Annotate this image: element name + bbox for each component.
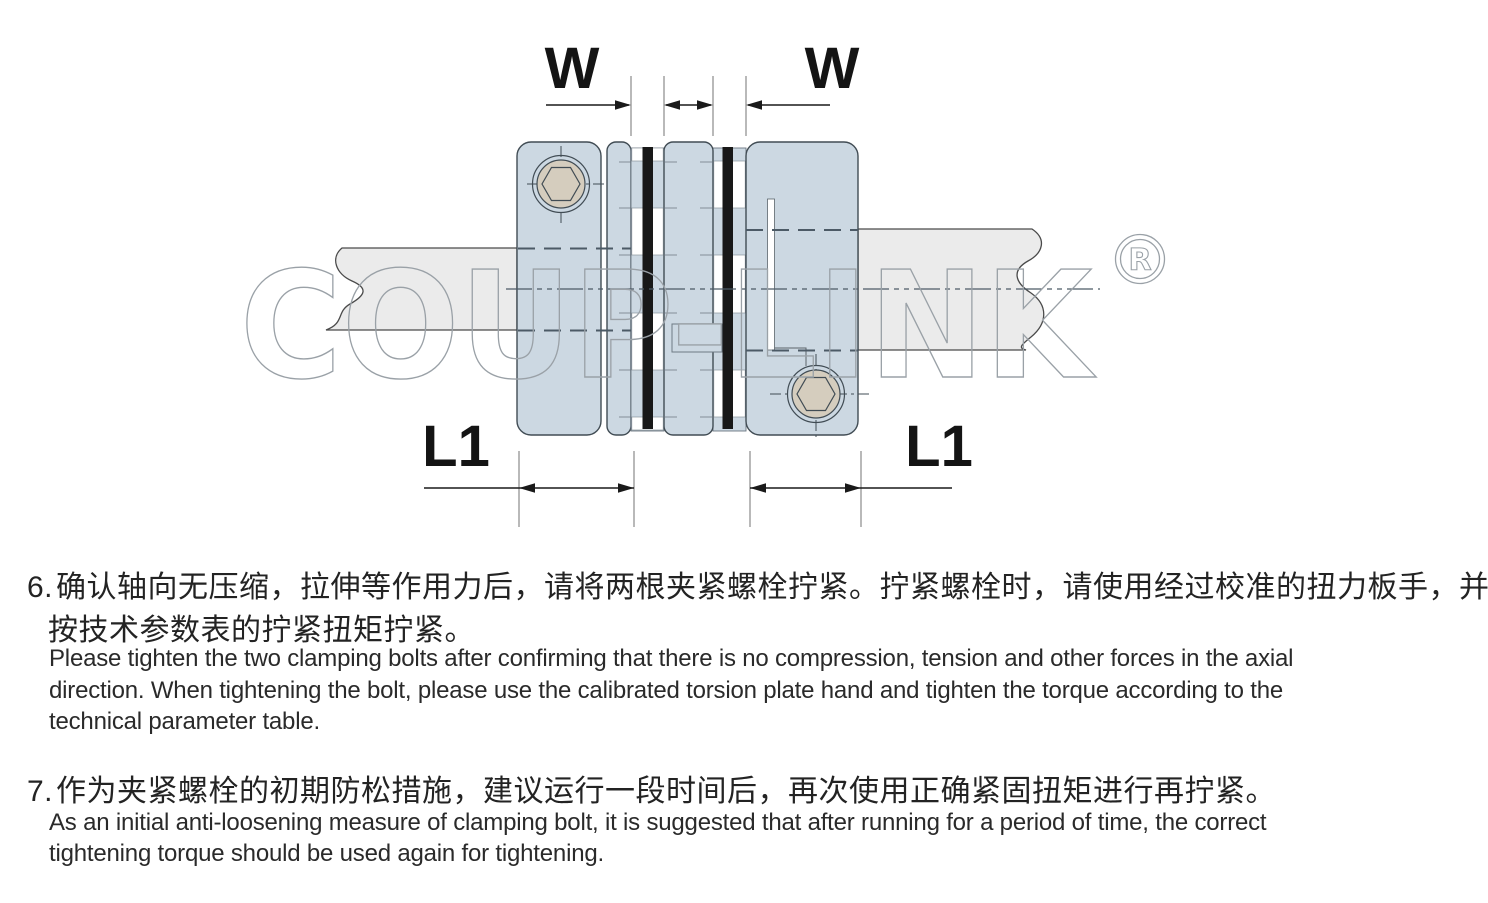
instruction-7-zh-text-1: 作为夹紧螺栓的初期防松措施，建议运行一段时间后，再次使用正确紧固扭矩进行再拧紧。 (56, 775, 1277, 808)
w-dimension-lines (546, 100, 830, 110)
dim-label-l1-right: L1 (905, 414, 973, 479)
disc-bar-right (722, 147, 733, 429)
extension-lines (518, 76, 862, 527)
coupling-diagram: W W L1 L1 COUP-LINK R (239, 36, 1166, 527)
clamp-bolt-left-icon (527, 146, 606, 224)
registered-trademark-icon: R (1114, 233, 1166, 285)
instruction-6-zh-line-1: 6.确认轴向无压缩，拉伸等作用力后，请将两根夹紧螺栓拧紧。拧紧螺栓时，请使用经过… (27, 562, 1488, 606)
disc-bar-left (642, 147, 653, 429)
dim-label-w-right: W (805, 36, 860, 101)
hidden-bore-lines (518, 229, 858, 352)
instruction-7-zh-line-1: 7.作为夹紧螺栓的初期防松措施，建议运行一段时间后，再次使用正确紧固扭矩进行再拧… (27, 766, 1276, 810)
instruction-6-zh-line-2: 按技术参数表的拧紧扭矩拧紧。 (48, 614, 475, 647)
instruction-6-en-line-3: technical parameter table. (49, 708, 320, 735)
instruction-6-en-line-1: Please tighten the two clamping bolts af… (49, 645, 1294, 672)
right-hub-slot-relief (774, 347, 807, 366)
instruction-6-zh-text-1: 确认轴向无压缩，拉伸等作用力后，请将两根夹紧螺栓拧紧。拧紧螺栓时，请使用经过校准… (56, 571, 1488, 604)
instruction-7-en-line-1: As an initial anti-loosening measure of … (49, 809, 1267, 836)
clamp-bolt-right-icon (770, 354, 872, 437)
instruction-6-en-line-2: direction. When tightening the bolt, ple… (49, 677, 1283, 704)
dim-label-l1-left: L1 (422, 414, 490, 479)
right-shaft (857, 228, 1045, 351)
instruction-6-number: 6. (27, 571, 54, 604)
brand-watermark: COUP-LINK (240, 240, 1097, 412)
instruction-7-number: 7. (27, 775, 54, 808)
keyway-outline (671, 323, 723, 353)
right-hub-clamp-slot (767, 198, 775, 351)
dim-label-w-left: W (545, 36, 600, 101)
l1-dimension-lines (424, 483, 952, 493)
instruction-7-en-line-2: tightening torque should be used again f… (49, 840, 604, 867)
left-shaft (325, 247, 518, 331)
svg-text:R: R (1128, 243, 1151, 278)
